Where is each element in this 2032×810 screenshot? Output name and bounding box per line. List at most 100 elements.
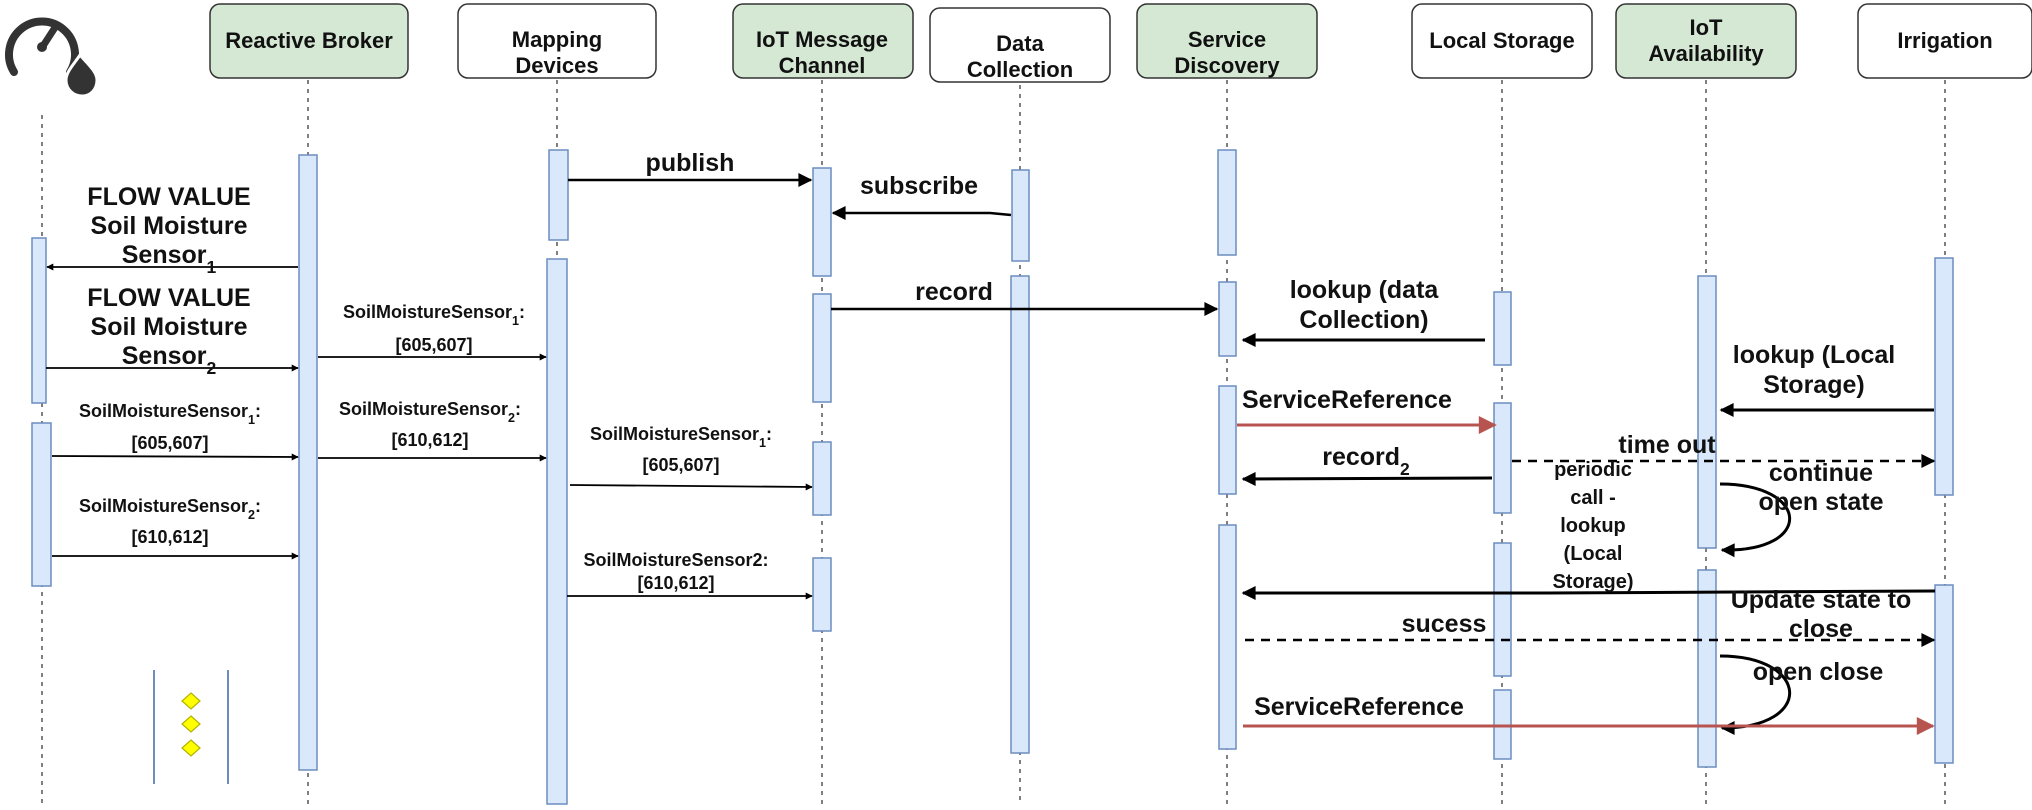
message-line: [605,607] xyxy=(642,455,719,475)
participant-irrigation[interactable]: Irrigation xyxy=(1857,3,2032,79)
message-line: SoilMoistureSensor1: xyxy=(590,424,772,450)
message-line: SoilMoistureSensor1: xyxy=(343,302,525,328)
participant-label: Data xyxy=(996,31,1044,56)
message-line: Collection) xyxy=(1299,306,1428,334)
participant-iot-availability[interactable]: IoT Availability xyxy=(1615,3,1797,79)
activation-bar xyxy=(1493,402,1512,514)
participant-headers: Reactive Broker Mapping Devices IoT Mess… xyxy=(209,3,2032,83)
activation-bar xyxy=(1697,569,1717,768)
participant-label: Availability xyxy=(1648,41,1764,66)
participant-label: Discovery xyxy=(1174,53,1280,78)
message-line: lookup (data xyxy=(1290,276,1440,304)
message-line: [605,607] xyxy=(131,433,208,453)
message-line: FLOW VALUE xyxy=(87,183,250,211)
message-label: sucess xyxy=(1402,610,1487,638)
message-line: open state xyxy=(1758,488,1883,516)
activation-bar xyxy=(812,167,832,277)
arrow-continue-open-state xyxy=(1719,482,1792,558)
participant-label: Devices xyxy=(515,53,598,78)
activation-bar xyxy=(1011,169,1030,262)
activation-bar xyxy=(812,557,832,632)
participant-box xyxy=(209,3,409,79)
message-line: SoilMoistureSensor2: xyxy=(583,550,768,570)
activation-bar xyxy=(31,237,47,404)
message-label: time out xyxy=(1618,431,1716,459)
participant-label: Channel xyxy=(779,53,866,78)
message-line: [610,612] xyxy=(131,527,208,547)
message-line: record xyxy=(915,278,993,306)
message-line: ServiceReference xyxy=(1254,693,1464,721)
message-label: publish xyxy=(646,149,735,177)
message-line: SoilMoistureSensor1: xyxy=(79,401,261,427)
message-line: continue xyxy=(1769,459,1873,487)
message-label: ServiceReference xyxy=(1242,386,1452,414)
message-line: Storage) xyxy=(1763,371,1864,399)
participant-local-storage[interactable]: Local Storage xyxy=(1411,3,1593,79)
activation-bar xyxy=(812,441,832,516)
message-line: lookup xyxy=(1560,515,1626,537)
message-label: SoilMoistureSensor2: [610,612] xyxy=(79,496,261,547)
participant-box xyxy=(732,3,914,79)
participant-label: Local Storage xyxy=(1429,28,1574,53)
message-line: SoilMoistureSensor2: xyxy=(339,399,521,425)
participant-reactive-broker[interactable]: Reactive Broker xyxy=(209,3,409,79)
arrow-periodic-call xyxy=(1241,586,1936,600)
activation-bar xyxy=(31,422,52,587)
participant-data-collection[interactable]: Data Collection xyxy=(929,7,1111,83)
message-line: SoilMoistureSensor2: xyxy=(79,496,261,522)
message-label: subscribe xyxy=(860,172,978,200)
message-line: Sensor2 xyxy=(122,342,217,378)
message-line: open close xyxy=(1753,658,1884,686)
message-line: Update state to xyxy=(1731,586,1912,614)
participant-box xyxy=(1857,3,2032,79)
participant-label: IoT Message xyxy=(756,27,888,52)
message-line: Storage) xyxy=(1552,571,1633,593)
arrow-gauge-to-broker-1 xyxy=(51,453,299,461)
message-label: record2 xyxy=(1322,443,1410,479)
message-line: ServiceReference xyxy=(1242,386,1452,414)
message-label: open close xyxy=(1753,658,1884,686)
participant-mapping-devices[interactable]: Mapping Devices xyxy=(457,3,657,79)
participant-label: Irrigation xyxy=(1897,28,1992,53)
activation-bar xyxy=(1010,275,1030,754)
message-label: SoilMoistureSensor2:[610,612] xyxy=(339,399,521,450)
message-label: SoilMoistureSensor1: [605,607] xyxy=(343,302,525,355)
participant-label: IoT xyxy=(1690,15,1724,40)
message-line: [610,612] xyxy=(637,573,714,593)
activation-bar xyxy=(1218,524,1237,750)
participant-box xyxy=(1136,3,1318,79)
activation-bar xyxy=(1218,281,1237,357)
participant-iot-message-channel[interactable]: IoT Message Channel xyxy=(732,3,914,79)
activation-bar xyxy=(1934,257,1954,496)
activation-bar xyxy=(812,293,832,403)
message-line: [605,607] xyxy=(395,335,472,355)
activation-bar xyxy=(298,154,318,771)
activation-bar xyxy=(1218,385,1237,495)
participant-box xyxy=(1411,3,1593,79)
message-line: (Local xyxy=(1564,543,1623,565)
activation-bar xyxy=(1493,542,1512,677)
message-label: SoilMoistureSensor1: [605,607] xyxy=(79,401,261,453)
participant-label: Service xyxy=(1188,27,1266,52)
message-label: record xyxy=(915,278,993,306)
activation-bar xyxy=(1217,149,1237,256)
message-line: periodic xyxy=(1554,459,1632,481)
activation-bar xyxy=(548,149,569,241)
participant-box xyxy=(1615,3,1797,79)
message-line: lookup (Local xyxy=(1733,341,1896,369)
activation-bars xyxy=(31,149,1954,805)
arrow-mapping-to-channel-1 xyxy=(569,483,813,491)
participant-service-discovery[interactable]: Service Discovery xyxy=(1136,3,1318,79)
message-line: record2 xyxy=(1322,443,1410,479)
activation-bar xyxy=(1493,291,1512,366)
arrow-record-2 xyxy=(1241,471,1493,486)
activation-bar xyxy=(546,258,568,805)
message-label: SoilMoistureSensor2: [610,612] xyxy=(583,550,768,593)
